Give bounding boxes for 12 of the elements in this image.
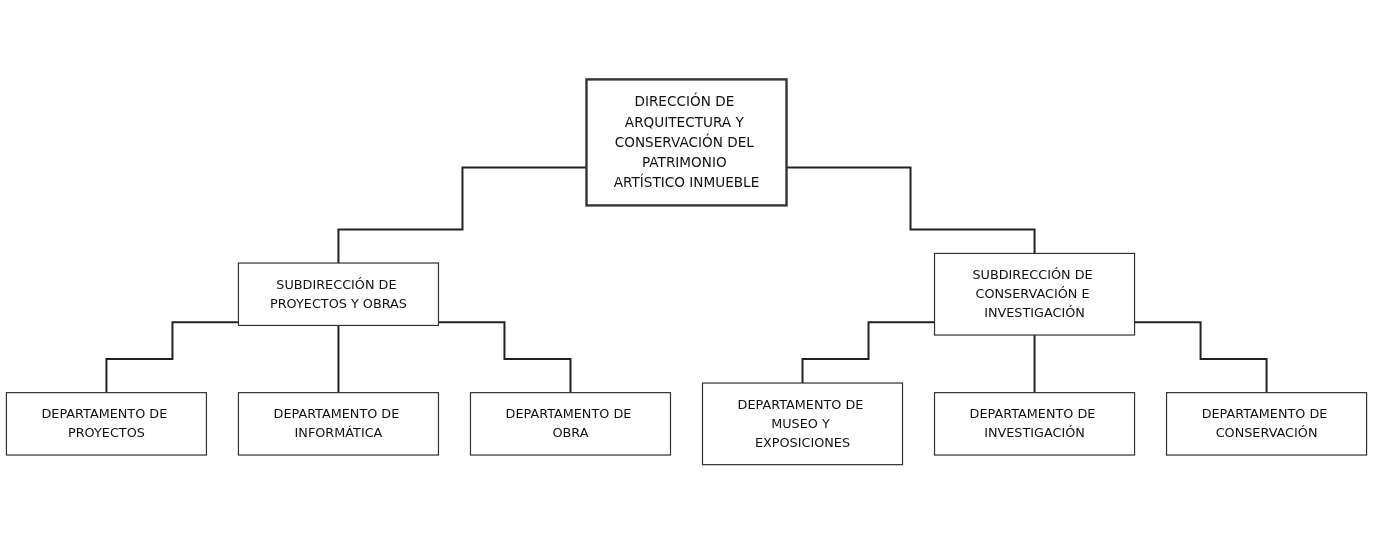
connector	[437, 321, 572, 394]
node-box: DEPARTAMENTO DE PROYECTOS	[5, 392, 208, 456]
connector	[1033, 334, 1036, 394]
node-box: DEPARTAMENTO DE MUSEO Y EXPOSICIONES	[701, 382, 904, 466]
node-box: SUBDIRECCIÓN DE PROYECTOS Y OBRAS	[237, 262, 440, 326]
node-box: DEPARTAMENTO DE CONSERVACIÓN	[1165, 392, 1368, 456]
node-box: DIRECCIÓN DE ARQUITECTURA Y CONSERVACIÓN DEL PATRIMONIO ARTÍSTICO INMUEBLE	[585, 78, 788, 207]
node-box: DEPARTAMENTO DE INVESTIGACIÓN	[933, 392, 1136, 456]
node-box: DEPARTAMENTO DE INFORMÁTICA	[237, 392, 440, 456]
node-box: SUBDIRECCIÓN DE CONSERVACIÓN E INVESTIGACIÓN	[933, 252, 1136, 336]
node-box: DEPARTAMENTO DE OBRA	[469, 392, 672, 456]
connector	[337, 324, 340, 394]
